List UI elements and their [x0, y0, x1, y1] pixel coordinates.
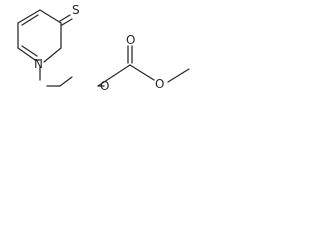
- bond-c5-c6-inner: [21, 45, 38, 57]
- bond-c-o-ester: [129, 64, 155, 81]
- ring-bonds: [17, 9, 62, 61]
- bond-c3-c4-inner: [21, 14, 39, 26]
- atom-n: N: [34, 57, 43, 71]
- bond-o-c-carbonyl: [97, 64, 131, 87]
- bond-c2-s-b: [61, 18, 73, 26]
- substituent-bonds: [39, 14, 190, 87]
- atom-o-carbonyl: O: [126, 33, 135, 47]
- bond-n1-c6: [43, 47, 62, 63]
- bond-ccarb-o-link: [59, 76, 73, 87]
- atom-o-linker: O: [100, 79, 109, 93]
- atom-o-ester: O: [155, 77, 164, 91]
- atom-s: S: [72, 3, 80, 17]
- bond-o-methyl: [167, 68, 190, 83]
- bond-c3-c4: [17, 9, 41, 24]
- structural-formula: N O O O S: [17, 3, 190, 93]
- bond-c2-c3: [39, 9, 62, 24]
- bond-c2-s-a: [59, 14, 71, 22]
- bond-c5-c6: [17, 47, 36, 61]
